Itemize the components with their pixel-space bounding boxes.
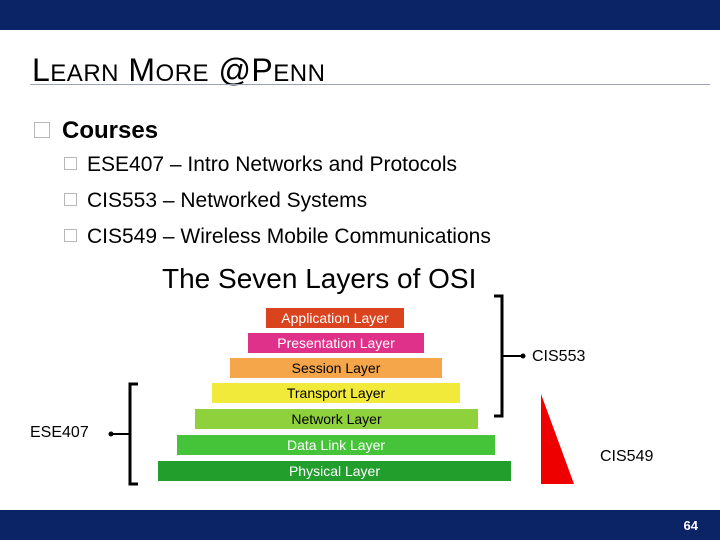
layer-session: Session Layer — [230, 358, 442, 378]
ese407-bracket — [108, 382, 138, 486]
title-word-1: LEARN — [32, 52, 119, 88]
label-cis549: CIS549 — [600, 448, 654, 465]
label-ese407: ESE407 — [30, 424, 89, 441]
bullet-ese407: ESE407 – Intro Networks and Protocols — [64, 153, 457, 177]
title-underline — [30, 84, 710, 85]
layer-data-link: Data Link Layer — [177, 435, 495, 455]
title-word-3: @PENN — [218, 52, 326, 88]
page-number: 64 — [683, 518, 698, 533]
bullet-box-icon — [64, 228, 77, 242]
layer-transport: Transport Layer — [212, 383, 460, 403]
bullet-courses: Courses — [34, 117, 158, 145]
layer-physical: Physical Layer — [158, 461, 511, 481]
bullet-cis553: CIS553 – Networked Systems — [64, 189, 367, 213]
bullet-box-icon — [64, 192, 77, 206]
slide-title: LEARN MORE @PENN — [32, 52, 325, 89]
bullet-cis549: CIS549 – Wireless Mobile Communications — [64, 225, 491, 249]
layer-network: Network Layer — [195, 409, 478, 429]
cis553-bracket — [494, 294, 526, 418]
bullet-box-icon — [34, 121, 50, 138]
osi-diagram-title: The Seven Layers of OSI — [162, 263, 477, 294]
top-bar — [0, 0, 720, 30]
label-cis553: CIS553 — [532, 348, 586, 365]
title-word-2: MORE — [128, 52, 210, 88]
cis549-wedge — [541, 394, 574, 484]
layer-presentation: Presentation Layer — [248, 333, 424, 353]
bottom-bar: 64 — [0, 510, 720, 540]
layer-application: Application Layer — [266, 308, 404, 328]
bullet-box-icon — [64, 156, 77, 170]
